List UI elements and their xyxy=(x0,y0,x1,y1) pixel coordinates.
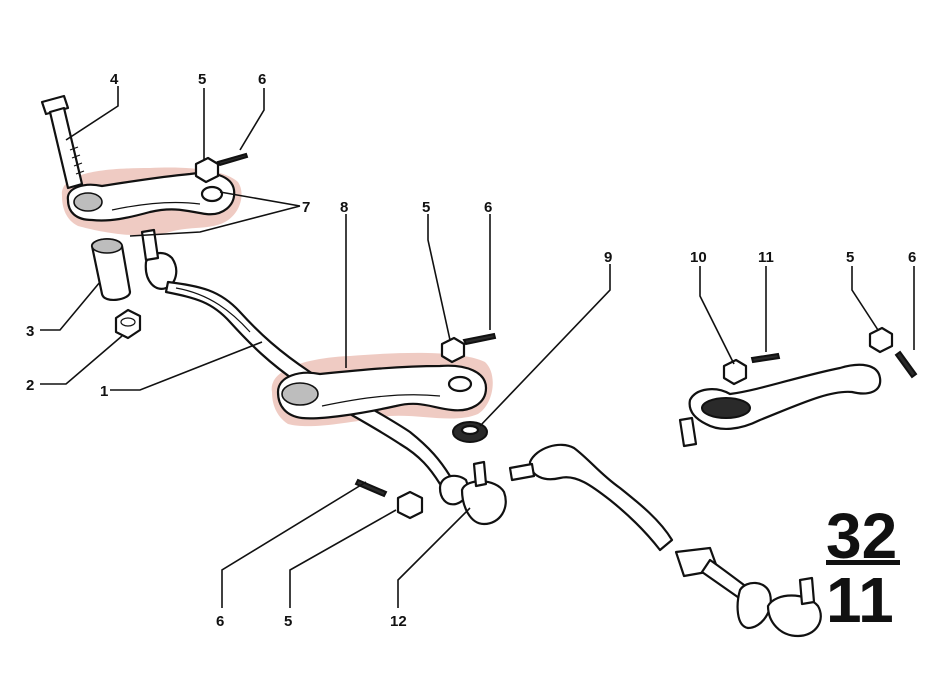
callout-5b: 5 xyxy=(422,199,430,216)
nut-part-5-center xyxy=(440,336,466,364)
pitman-arm-part-8 xyxy=(276,364,488,420)
callout-2: 2 xyxy=(26,377,34,394)
cotter-pin-part-6-top xyxy=(216,152,249,167)
seal-part-9 xyxy=(452,421,488,443)
callout-3: 3 xyxy=(26,323,34,340)
leader-6d xyxy=(221,481,367,608)
callout-6c: 6 xyxy=(908,249,916,266)
leader-7 xyxy=(129,191,301,237)
cotter-pin-part-6-center xyxy=(462,332,497,346)
callout-labels: 4 5 6 7 8 5 6 9 10 11 5 6 3 2 1 6 5 12 xyxy=(26,71,916,630)
leader-5c xyxy=(851,266,879,331)
group-number: 32 11 xyxy=(826,500,900,636)
cotter-pin-part-6-bottom xyxy=(354,478,388,498)
nut-part-5-top xyxy=(194,156,220,184)
tie-rod-assembly xyxy=(508,443,822,638)
group-number-bottom: 11 xyxy=(826,564,894,636)
callout-5d: 5 xyxy=(284,613,292,630)
leader-2 xyxy=(40,335,123,385)
callout-8: 8 xyxy=(340,199,348,216)
callout-6b: 6 xyxy=(484,199,492,216)
callout-6d: 6 xyxy=(216,613,224,630)
leader-9 xyxy=(479,264,611,427)
leader-6a xyxy=(239,88,265,151)
idler-arm xyxy=(66,171,236,222)
leader-lines xyxy=(40,86,915,608)
callout-12: 12 xyxy=(390,613,407,630)
leader-4 xyxy=(65,86,119,141)
bushing-part-3 xyxy=(90,238,132,301)
leader-1 xyxy=(110,341,263,391)
nut-part-5-bottom xyxy=(396,490,424,520)
callout-5c: 5 xyxy=(846,249,854,266)
ball-joint-part-12 xyxy=(438,460,507,526)
bolt-part-4 xyxy=(40,94,85,190)
callout-4: 4 xyxy=(110,71,119,88)
callout-5a: 5 xyxy=(198,71,206,88)
callout-9: 9 xyxy=(604,249,612,266)
leader-12 xyxy=(397,507,471,608)
group-number-divider xyxy=(826,560,900,565)
callout-1: 1 xyxy=(100,383,108,400)
leader-10 xyxy=(699,266,735,365)
callout-6a: 6 xyxy=(258,71,266,88)
callout-7: 7 xyxy=(302,199,310,216)
idler-arm-detail xyxy=(678,326,918,448)
leader-3 xyxy=(40,281,101,331)
leader-5d xyxy=(289,509,397,608)
callout-10: 10 xyxy=(690,249,707,266)
nut-part-2 xyxy=(114,308,142,340)
leader-5b xyxy=(427,214,451,341)
callout-11: 11 xyxy=(758,249,774,266)
